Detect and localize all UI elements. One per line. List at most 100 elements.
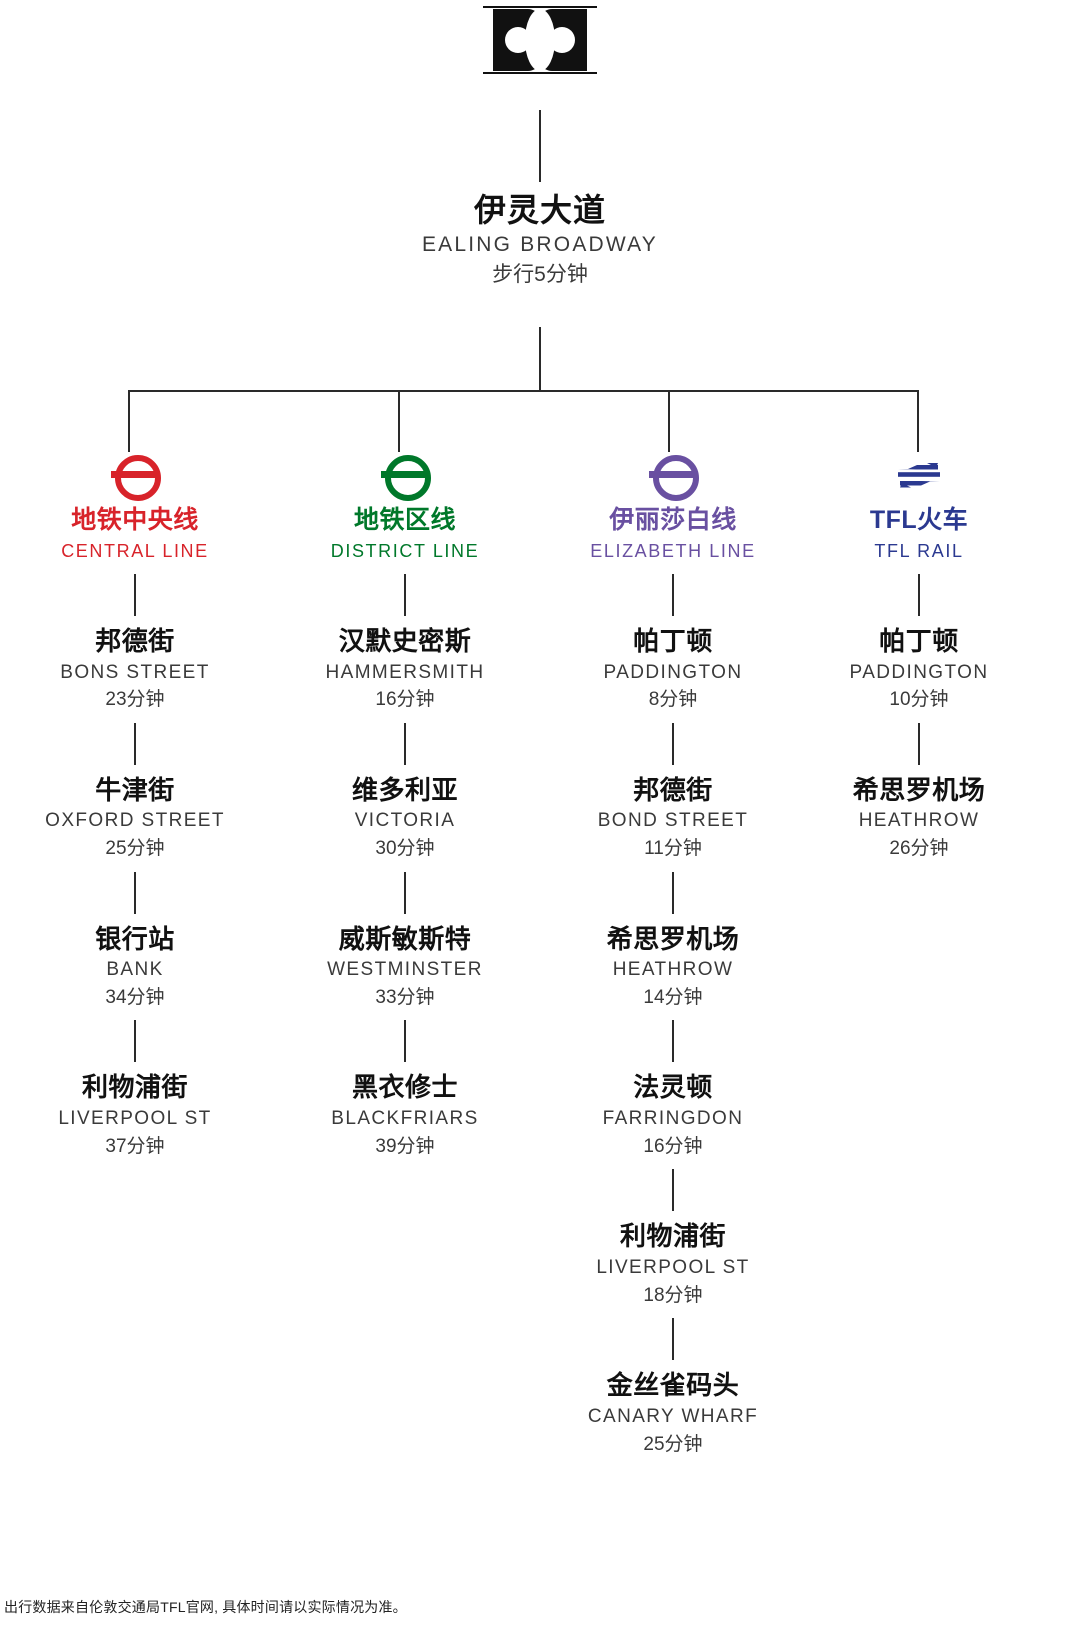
station-stop[interactable]: 法灵顿 FARRINGDON 16分钟 xyxy=(538,1071,808,1160)
roundel-bar xyxy=(111,471,159,478)
line-column-elizabeth[interactable]: 伊丽莎白线 ELIZABETH LINE 帕丁顿 PADDINGTON 8分钟 … xyxy=(538,452,808,1458)
station-name-cn: 希思罗机场 xyxy=(606,923,740,954)
station-travel-time: 39分钟 xyxy=(375,1135,435,1157)
branch-leg-2 xyxy=(398,390,400,452)
station-stop[interactable]: 汉默史密斯 HAMMERSMITH 16分钟 xyxy=(270,625,540,714)
station-travel-time: 10分钟 xyxy=(889,689,949,711)
station-chain: 帕丁顿 PADDINGTON 10分钟 希思罗机场 HEATHROW 26分钟 xyxy=(784,573,1054,863)
station-chain: 邦德街 BONS STREET 23分钟 牛津街 OXFORD STREET 2… xyxy=(0,573,270,1161)
stop-connector xyxy=(672,722,674,765)
station-stop[interactable]: 帕丁顿 PADDINGTON 8分钟 xyxy=(538,625,808,714)
station-travel-time: 30分钟 xyxy=(375,837,435,859)
station-name-cn: 黑衣修士 xyxy=(351,1072,458,1103)
station-travel-time: 23分钟 xyxy=(105,689,165,711)
stop-connector xyxy=(134,1020,136,1063)
station-name-en: PADDINGTON xyxy=(849,661,989,683)
station-name-en: HAMMERSMITH xyxy=(325,661,485,683)
station-name-cn: 银行站 xyxy=(95,923,175,954)
station-stop[interactable]: 希思罗机场 HEATHROW 14分钟 xyxy=(538,923,808,1012)
station-name-en: LIVERPOOL ST xyxy=(58,1108,212,1130)
station-travel-time: 16分钟 xyxy=(375,689,435,711)
station-stop[interactable]: 威斯敏斯特 WESTMINSTER 33分钟 xyxy=(270,923,540,1012)
station-stop[interactable]: 黑衣修士 BLACKFRIARS 39分钟 xyxy=(270,1071,540,1160)
logo-top-bar xyxy=(483,6,597,8)
roundel-ring xyxy=(385,455,431,501)
station-stop[interactable]: 邦德街 BOND STREET 11分钟 xyxy=(538,774,808,863)
station-name-en: BONS STREET xyxy=(60,661,210,683)
line-name-cn: 地铁中央线 xyxy=(71,506,199,534)
roundel-ring xyxy=(653,455,699,501)
station-name-cn: 威斯敏斯特 xyxy=(338,923,472,954)
station-travel-time: 14分钟 xyxy=(643,986,703,1008)
line-name-cn: 地铁区线 xyxy=(353,506,456,534)
station-name-en: CANARY WHARF xyxy=(587,1406,759,1427)
branch-leg-3 xyxy=(668,390,670,452)
station-chain: 帕丁顿 PADDINGTON 8分钟 邦德街 BOND STREET 11分钟 … xyxy=(538,573,808,1458)
station-stop[interactable]: 利物浦街 LIVERPOOL ST 37分钟 xyxy=(0,1071,270,1160)
line-column-central[interactable]: 地铁中央线 CENTRAL LINE 邦德街 BONS STREET 23分钟 … xyxy=(0,452,270,1160)
line-column-district[interactable]: 地铁区线 DISTRICT LINE 汉默史密斯 HAMMERSMITH 16分… xyxy=(270,452,540,1160)
station-name-cn: 维多利亚 xyxy=(351,774,458,805)
ec-monogram-logo xyxy=(481,6,599,74)
station-name-cn: 利物浦街 xyxy=(81,1072,188,1103)
station-travel-time: 11分钟 xyxy=(644,837,702,859)
stop-connector xyxy=(672,871,674,914)
station-travel-time: 26分钟 xyxy=(889,837,949,859)
connector-origin-to-branch xyxy=(539,327,541,391)
station-name-cn: 邦德街 xyxy=(633,774,713,805)
station-name-cn: 邦德街 xyxy=(95,625,175,656)
station-name-cn: 帕丁顿 xyxy=(633,625,713,656)
line-name-en: DISTRICT LINE xyxy=(330,540,480,561)
station-stop[interactable]: 金丝雀码头 CANARY WHARF 25分钟 xyxy=(538,1369,808,1458)
station-travel-time: 16分钟 xyxy=(643,1135,703,1157)
logo-center-gap xyxy=(525,9,555,71)
station-stop[interactable]: 邦德街 BONS STREET 23分钟 xyxy=(0,625,270,714)
line-name-en: ELIZABETH LINE xyxy=(590,540,756,561)
station-travel-time: 33分钟 xyxy=(375,986,435,1008)
station-name-cn: 牛津街 xyxy=(95,774,175,805)
station-stop[interactable]: 维多利亚 VICTORIA 30分钟 xyxy=(270,774,540,863)
national-rail-double-arrow-icon xyxy=(894,452,944,498)
station-chain: 汉默史密斯 HAMMERSMITH 16分钟 维多利亚 VICTORIA 30分… xyxy=(270,573,540,1161)
station-name-cn: 金丝雀码头 xyxy=(606,1370,740,1401)
station-name-en: OXFORD STREET xyxy=(45,810,225,832)
stop-connector xyxy=(672,1169,674,1212)
stop-connector xyxy=(404,871,406,914)
station-name-en: BOND STREET xyxy=(597,810,749,832)
stop-connector xyxy=(134,573,136,616)
stop-connector xyxy=(918,573,920,616)
stop-connector xyxy=(404,722,406,765)
station-travel-time: 18分钟 xyxy=(643,1284,703,1306)
logo-right-stem xyxy=(572,9,587,71)
station-name-en: BLACKFRIARS xyxy=(331,1108,479,1130)
station-name-en: BANK xyxy=(106,959,164,981)
station-stop[interactable]: 帕丁顿 PADDINGTON 10分钟 xyxy=(784,625,1054,714)
station-stop[interactable]: 银行站 BANK 34分钟 xyxy=(0,923,270,1012)
station-name-cn: 利物浦街 xyxy=(619,1221,726,1252)
connector-logo-to-origin xyxy=(539,110,541,182)
branch-leg-1 xyxy=(128,390,130,452)
tfl-roundel-icon xyxy=(111,452,161,501)
station-travel-time: 34分钟 xyxy=(105,986,165,1008)
station-stop[interactable]: 希思罗机场 HEATHROW 26分钟 xyxy=(784,774,1054,863)
station-name-cn: 法灵顿 xyxy=(633,1072,713,1103)
stop-connector xyxy=(918,722,920,765)
station-name-en: FARRINGDON xyxy=(602,1108,744,1130)
stop-connector xyxy=(404,1020,406,1063)
station-name-cn: 帕丁顿 xyxy=(879,625,959,656)
station-name-cn: 希思罗机场 xyxy=(852,774,986,805)
logo-bottom-bar xyxy=(483,72,597,74)
station-travel-time: 25分钟 xyxy=(643,1433,703,1455)
station-name-en: HEATHROW xyxy=(858,810,980,832)
logo-left-stem xyxy=(493,9,508,71)
line-column-tfl-rail[interactable]: TFL火车 TFL RAIL 帕丁顿 PADDINGTON 10分钟 希思罗机场… xyxy=(784,452,1054,863)
stop-connector xyxy=(672,1318,674,1361)
roundel-bar xyxy=(649,471,697,478)
station-stop[interactable]: 利物浦街 LIVERPOOL ST 18分钟 xyxy=(538,1220,808,1309)
roundel-ring xyxy=(115,455,161,501)
station-name-en: HEATHROW xyxy=(612,959,734,981)
station-stop[interactable]: 牛津街 OXFORD STREET 25分钟 xyxy=(0,774,270,863)
station-name-en: PADDINGTON xyxy=(603,661,743,683)
line-name-en: CENTRAL LINE xyxy=(61,540,209,561)
station-travel-time: 8分钟 xyxy=(648,689,698,711)
